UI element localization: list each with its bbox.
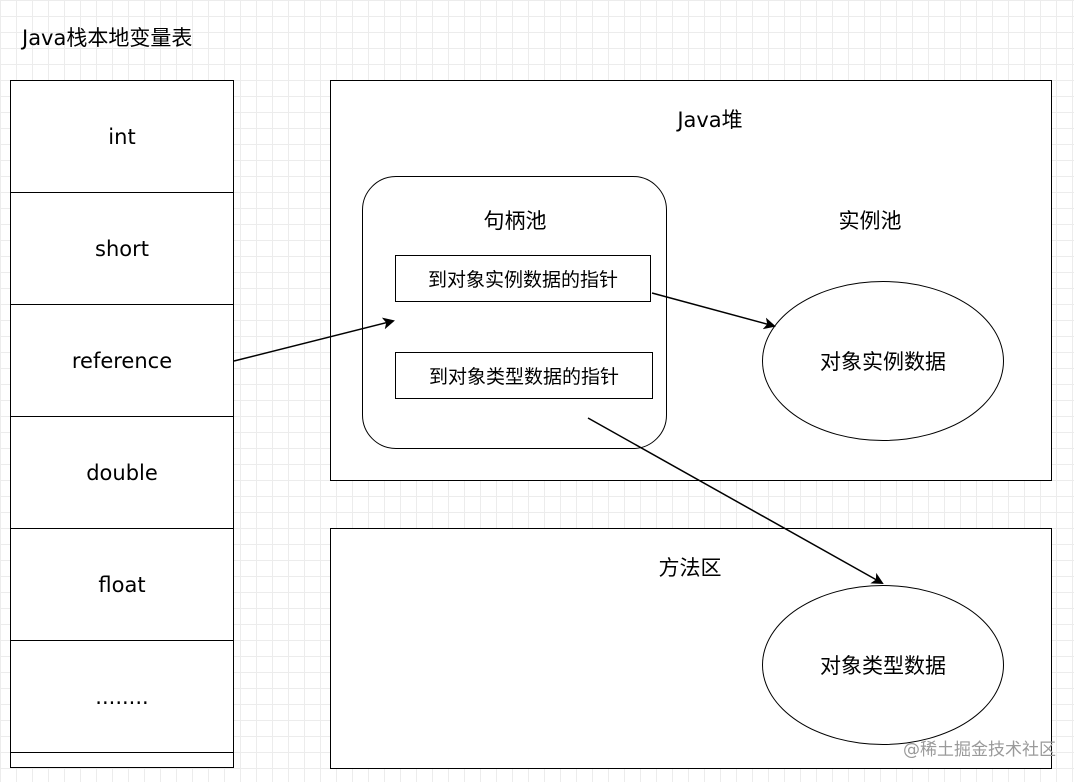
stack-cell-label: int xyxy=(108,124,136,149)
stack-local-variable-table: int short reference double float .......… xyxy=(10,80,234,768)
type-pointer-label: 到对象类型数据的指针 xyxy=(428,366,619,388)
java-heap-label: Java堆 xyxy=(677,108,743,132)
stack-cell-int: int xyxy=(11,81,233,193)
stack-cell-label: short xyxy=(95,236,149,261)
watermark-text: @稀土掘金技术社区 xyxy=(903,740,1056,760)
handle-pool-label: 句柄池 xyxy=(483,209,547,233)
handle-pool-box xyxy=(362,176,667,449)
instance-pointer-label: 到对象实例数据的指针 xyxy=(427,269,618,291)
method-area-label: 方法区 xyxy=(658,556,722,580)
stack-cell-label: ........ xyxy=(95,684,149,709)
stack-cell-ellipsis: ........ xyxy=(11,641,233,753)
stack-cell-float: float xyxy=(11,529,233,641)
stack-cell-label: float xyxy=(98,572,146,597)
type-pointer-box: 到对象类型数据的指针 xyxy=(395,352,653,399)
stack-cell-short: short xyxy=(11,193,233,305)
stack-cell-label: double xyxy=(86,460,158,485)
type-data-label: 对象类型数据 xyxy=(820,654,946,678)
stack-cell-reference: reference xyxy=(11,305,233,417)
stack-cell-label: reference xyxy=(71,348,173,373)
stack-cell-empty xyxy=(11,753,233,767)
stack-cell-double: double xyxy=(11,417,233,529)
instance-data-label: 对象实例数据 xyxy=(820,350,946,374)
instance-pool-label: 实例池 xyxy=(838,209,902,233)
type-data-ellipse: 对象类型数据 xyxy=(762,585,1004,745)
diagram-title: Java栈本地变量表 xyxy=(22,26,193,50)
instance-pointer-box: 到对象实例数据的指针 xyxy=(395,255,651,302)
instance-data-ellipse: 对象实例数据 xyxy=(762,281,1004,441)
